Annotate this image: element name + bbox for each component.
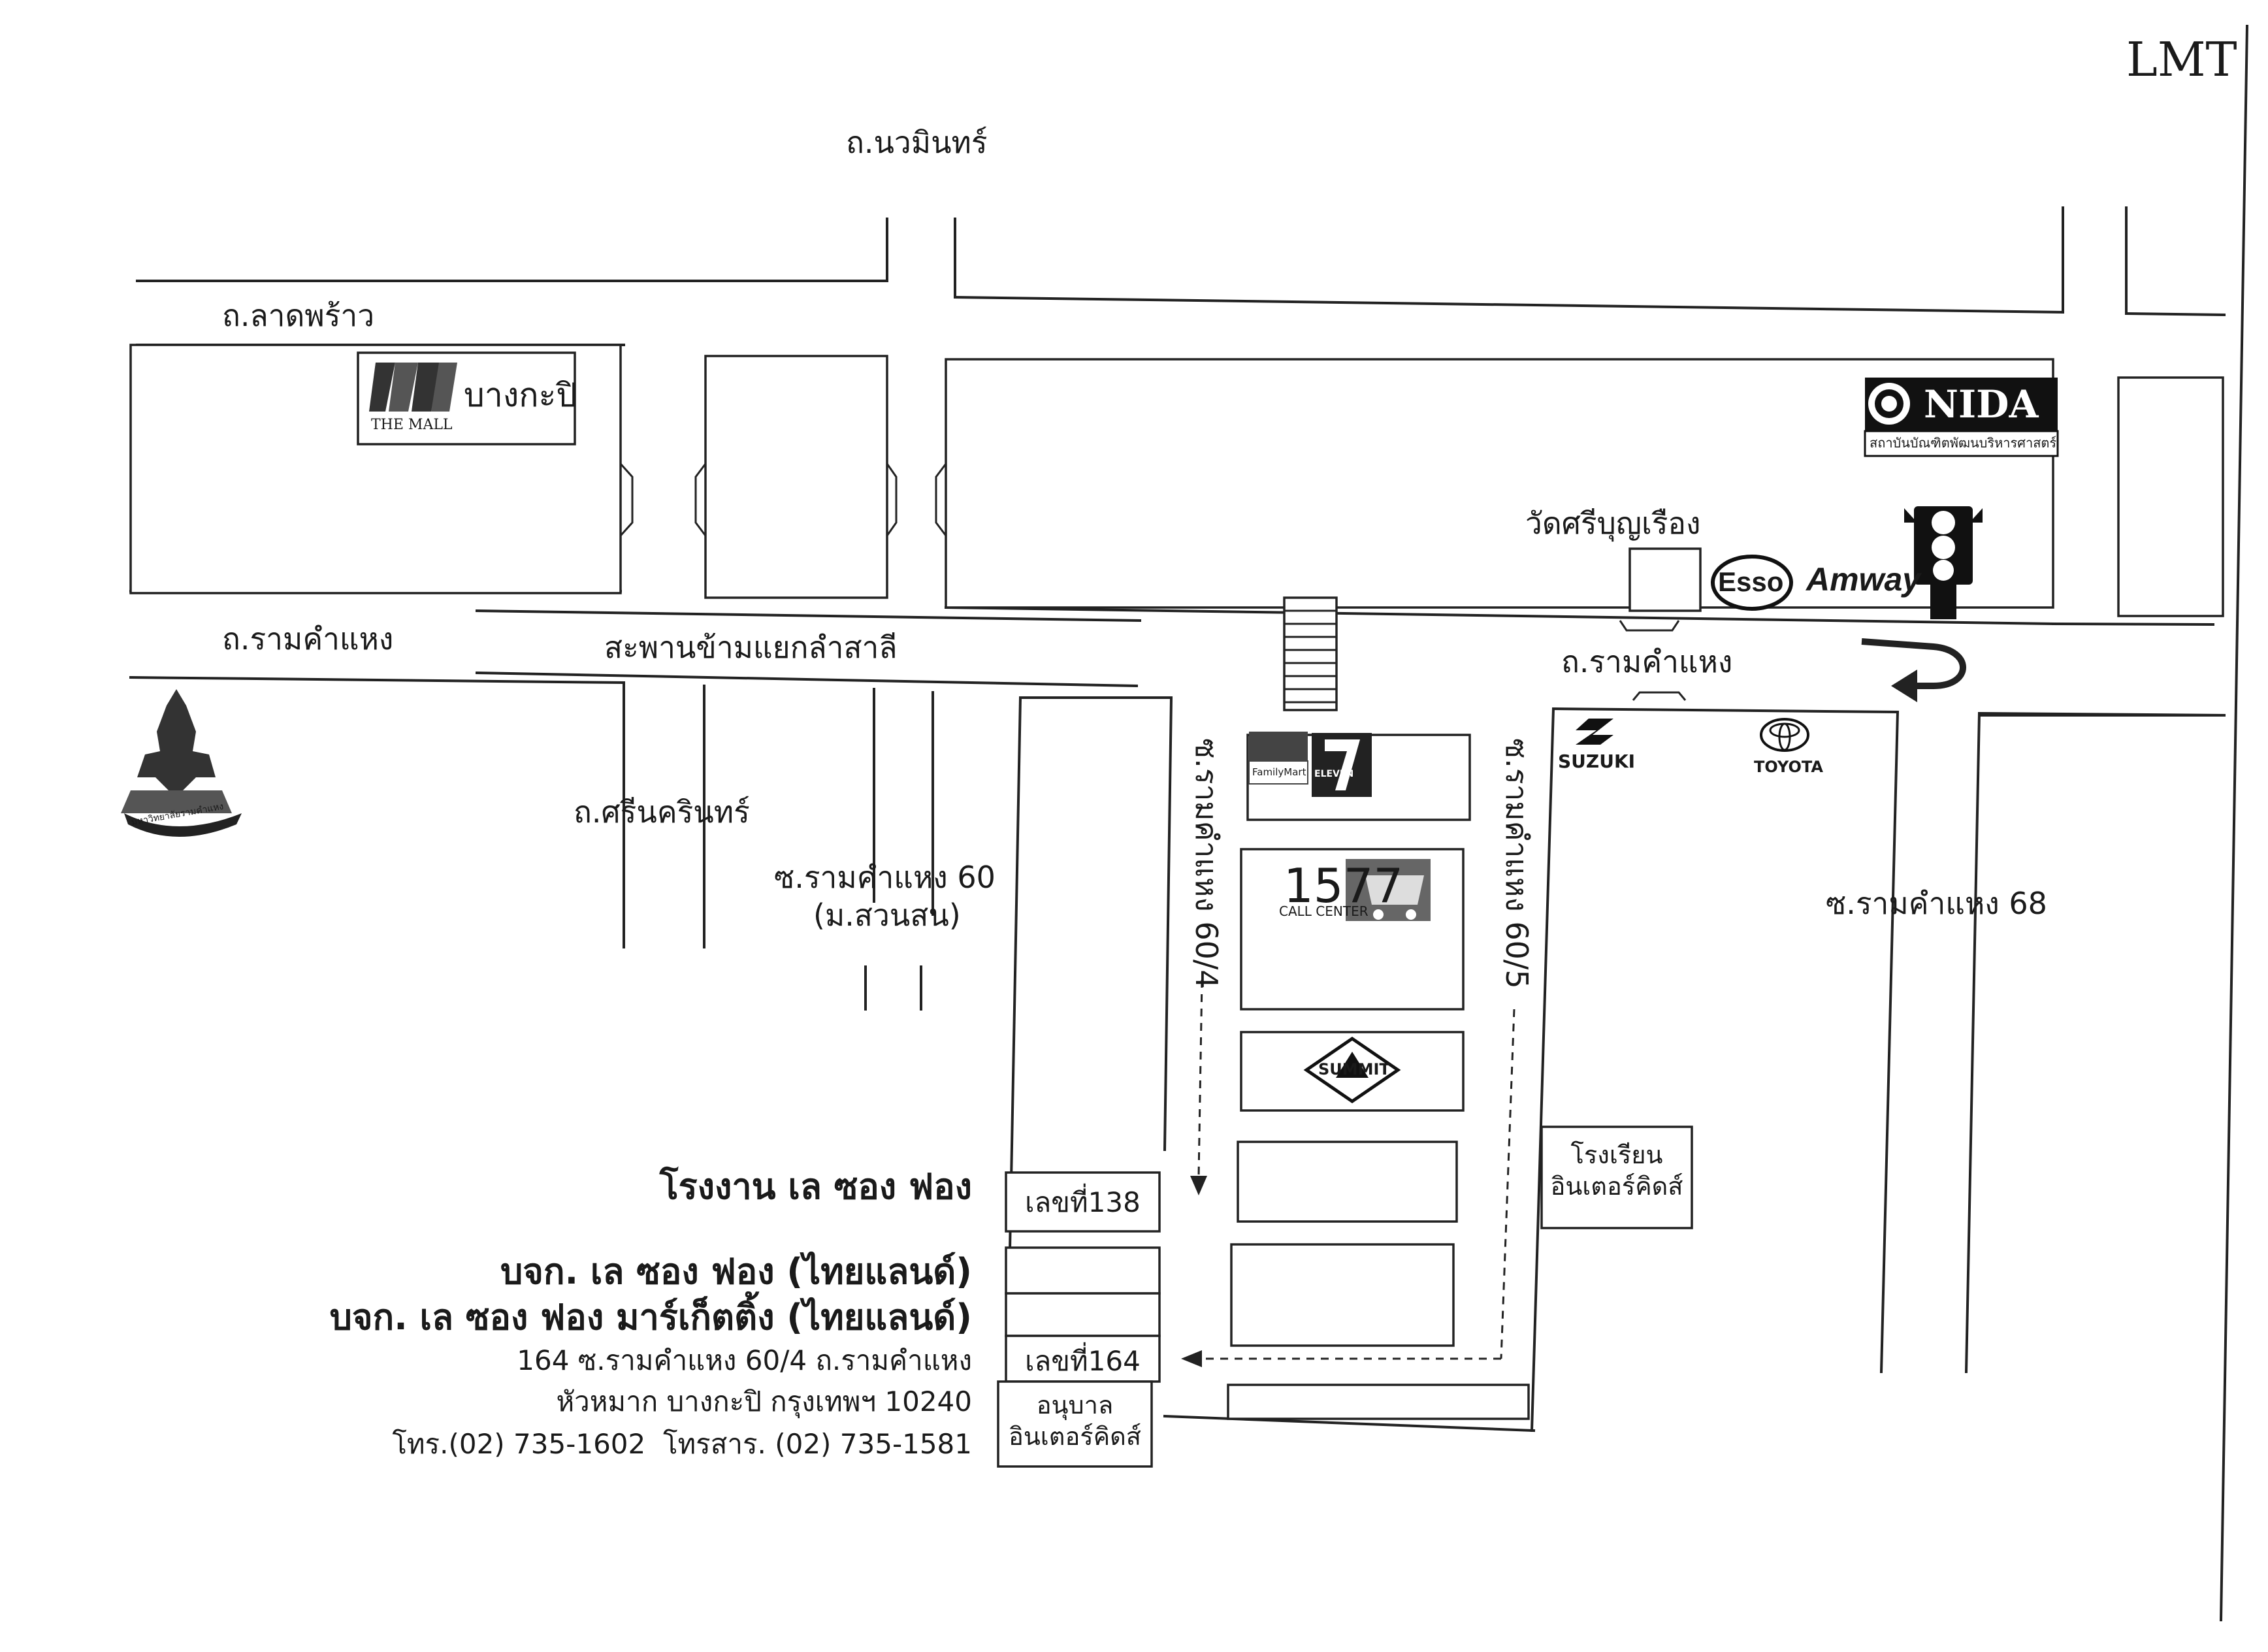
esso-label: Esso xyxy=(1718,566,1784,597)
road-label-srinakarin: ถ.ศรีนครินทร์ xyxy=(574,794,750,830)
road-label-soi-60: ซ.รามคำแหง 60 xyxy=(774,860,996,895)
road-label-lat-phrao: ถ.ลาดพร้าว xyxy=(222,298,375,333)
company-phone: โทร.(02) 735-1602 โทรสาร. (02) 735-1581 xyxy=(392,1428,972,1460)
nida-name: NIDA xyxy=(1924,382,2039,427)
company-name-2: บจก. เล ซอง ฟอง มาร์เก็ตติ้ง (ไทยแลนด์) xyxy=(329,1297,972,1338)
road-label-soi-60-5: ซ.รามคำแหง 60/5 xyxy=(1499,738,1534,989)
familymart-label: FamilyMart xyxy=(1252,766,1306,778)
the-mall-logo-icon xyxy=(357,351,576,445)
company-name-1: บจก. เล ซอง ฟอง (ไทยแลนด์) xyxy=(500,1251,972,1292)
familymart-logo-icon xyxy=(1248,732,1308,785)
company-address-2: หัวหมาก บางกะปิ กรุงเทพฯ 10240 xyxy=(556,1385,972,1417)
company-address-1: 164 ซ.รามคำแหง 60/4 ถ.รามคำแหง xyxy=(517,1344,972,1376)
university-seal-icon xyxy=(121,689,242,837)
road-label-soi-60-4: ซ.รามคำแหง 60/4 xyxy=(1189,738,1224,989)
u-turn-arrow xyxy=(1861,638,1966,702)
seven-eleven-logo-icon xyxy=(1312,733,1372,797)
company-info: โรงงาน เล ซอง ฟอง บจก. เล ซอง ฟอง (ไทยแล… xyxy=(196,1169,972,1476)
school-label-text: โรงเรียน อินเตอร์คิดส์ xyxy=(1550,1141,1683,1201)
no-164-label: เลขที่164 xyxy=(1025,1345,1141,1377)
the-mall-branch: บางกะปิ xyxy=(464,376,577,414)
road-label-nawamin: ถ.นวมินทร์ xyxy=(846,125,988,160)
traffic-light-icon xyxy=(1904,506,1983,619)
esso-logo-icon xyxy=(1711,555,1793,611)
road-label-soi-68: ซ.รามคำแหง 68 xyxy=(1826,886,2047,921)
summit-label: SUMMIT xyxy=(1318,1060,1390,1078)
toyota-logo-icon xyxy=(1760,718,1809,752)
road-label-ramkhamhaeng-west: ถ.รามคำแหง xyxy=(222,621,394,656)
nida-logo-icon xyxy=(1864,378,2059,457)
summit-logo-icon xyxy=(1303,1036,1401,1104)
seven-eleven-label: ELEVEN xyxy=(1314,769,1354,779)
suzuki-logo-icon xyxy=(1576,719,1613,745)
no-138-label: เลขที่138 xyxy=(1025,1186,1141,1218)
nida-subtitle: สถาบันบัณฑิตพัฒนบริหารศาสตร์ xyxy=(1870,435,2057,451)
road-label-ramkhamhaeng-east: ถ.รามคำแหง xyxy=(1561,644,1733,679)
toyota-label: TOYOTA xyxy=(1754,758,1823,776)
the-mall-brand: THE MALL xyxy=(371,417,453,433)
temple-label: วัดศรีบุญเรือง xyxy=(1525,506,1701,541)
annotation-mark: LMT xyxy=(2126,32,2237,87)
road-label-bridge: สะพานข้ามแยกลำสาลี xyxy=(604,630,898,665)
kindergarten-label: อนุบาล อินเตอร์คิดส์ xyxy=(998,1390,1152,1452)
suzuki-label: SUZUKI xyxy=(1558,751,1636,772)
factory-name: โรงงาน เล ซอง ฟอง xyxy=(659,1166,972,1207)
road-label-soi-60-sub: (ม.สวนสน) xyxy=(813,898,961,933)
footbridge xyxy=(1283,596,1338,711)
amway-label: Amway xyxy=(1806,561,1921,598)
call-center-logo-icon xyxy=(1346,859,1431,921)
route-arrows xyxy=(1181,979,1515,1367)
kindergarten-label-text: อนุบาล อินเตอร์คิดส์ xyxy=(1009,1391,1141,1451)
call-center-label: CALL CENTER xyxy=(1279,903,1369,919)
call-center-number: 1577 xyxy=(1284,858,1404,913)
school-label: โรงเรียน อินเตอร์คิดส์ xyxy=(1542,1140,1692,1202)
